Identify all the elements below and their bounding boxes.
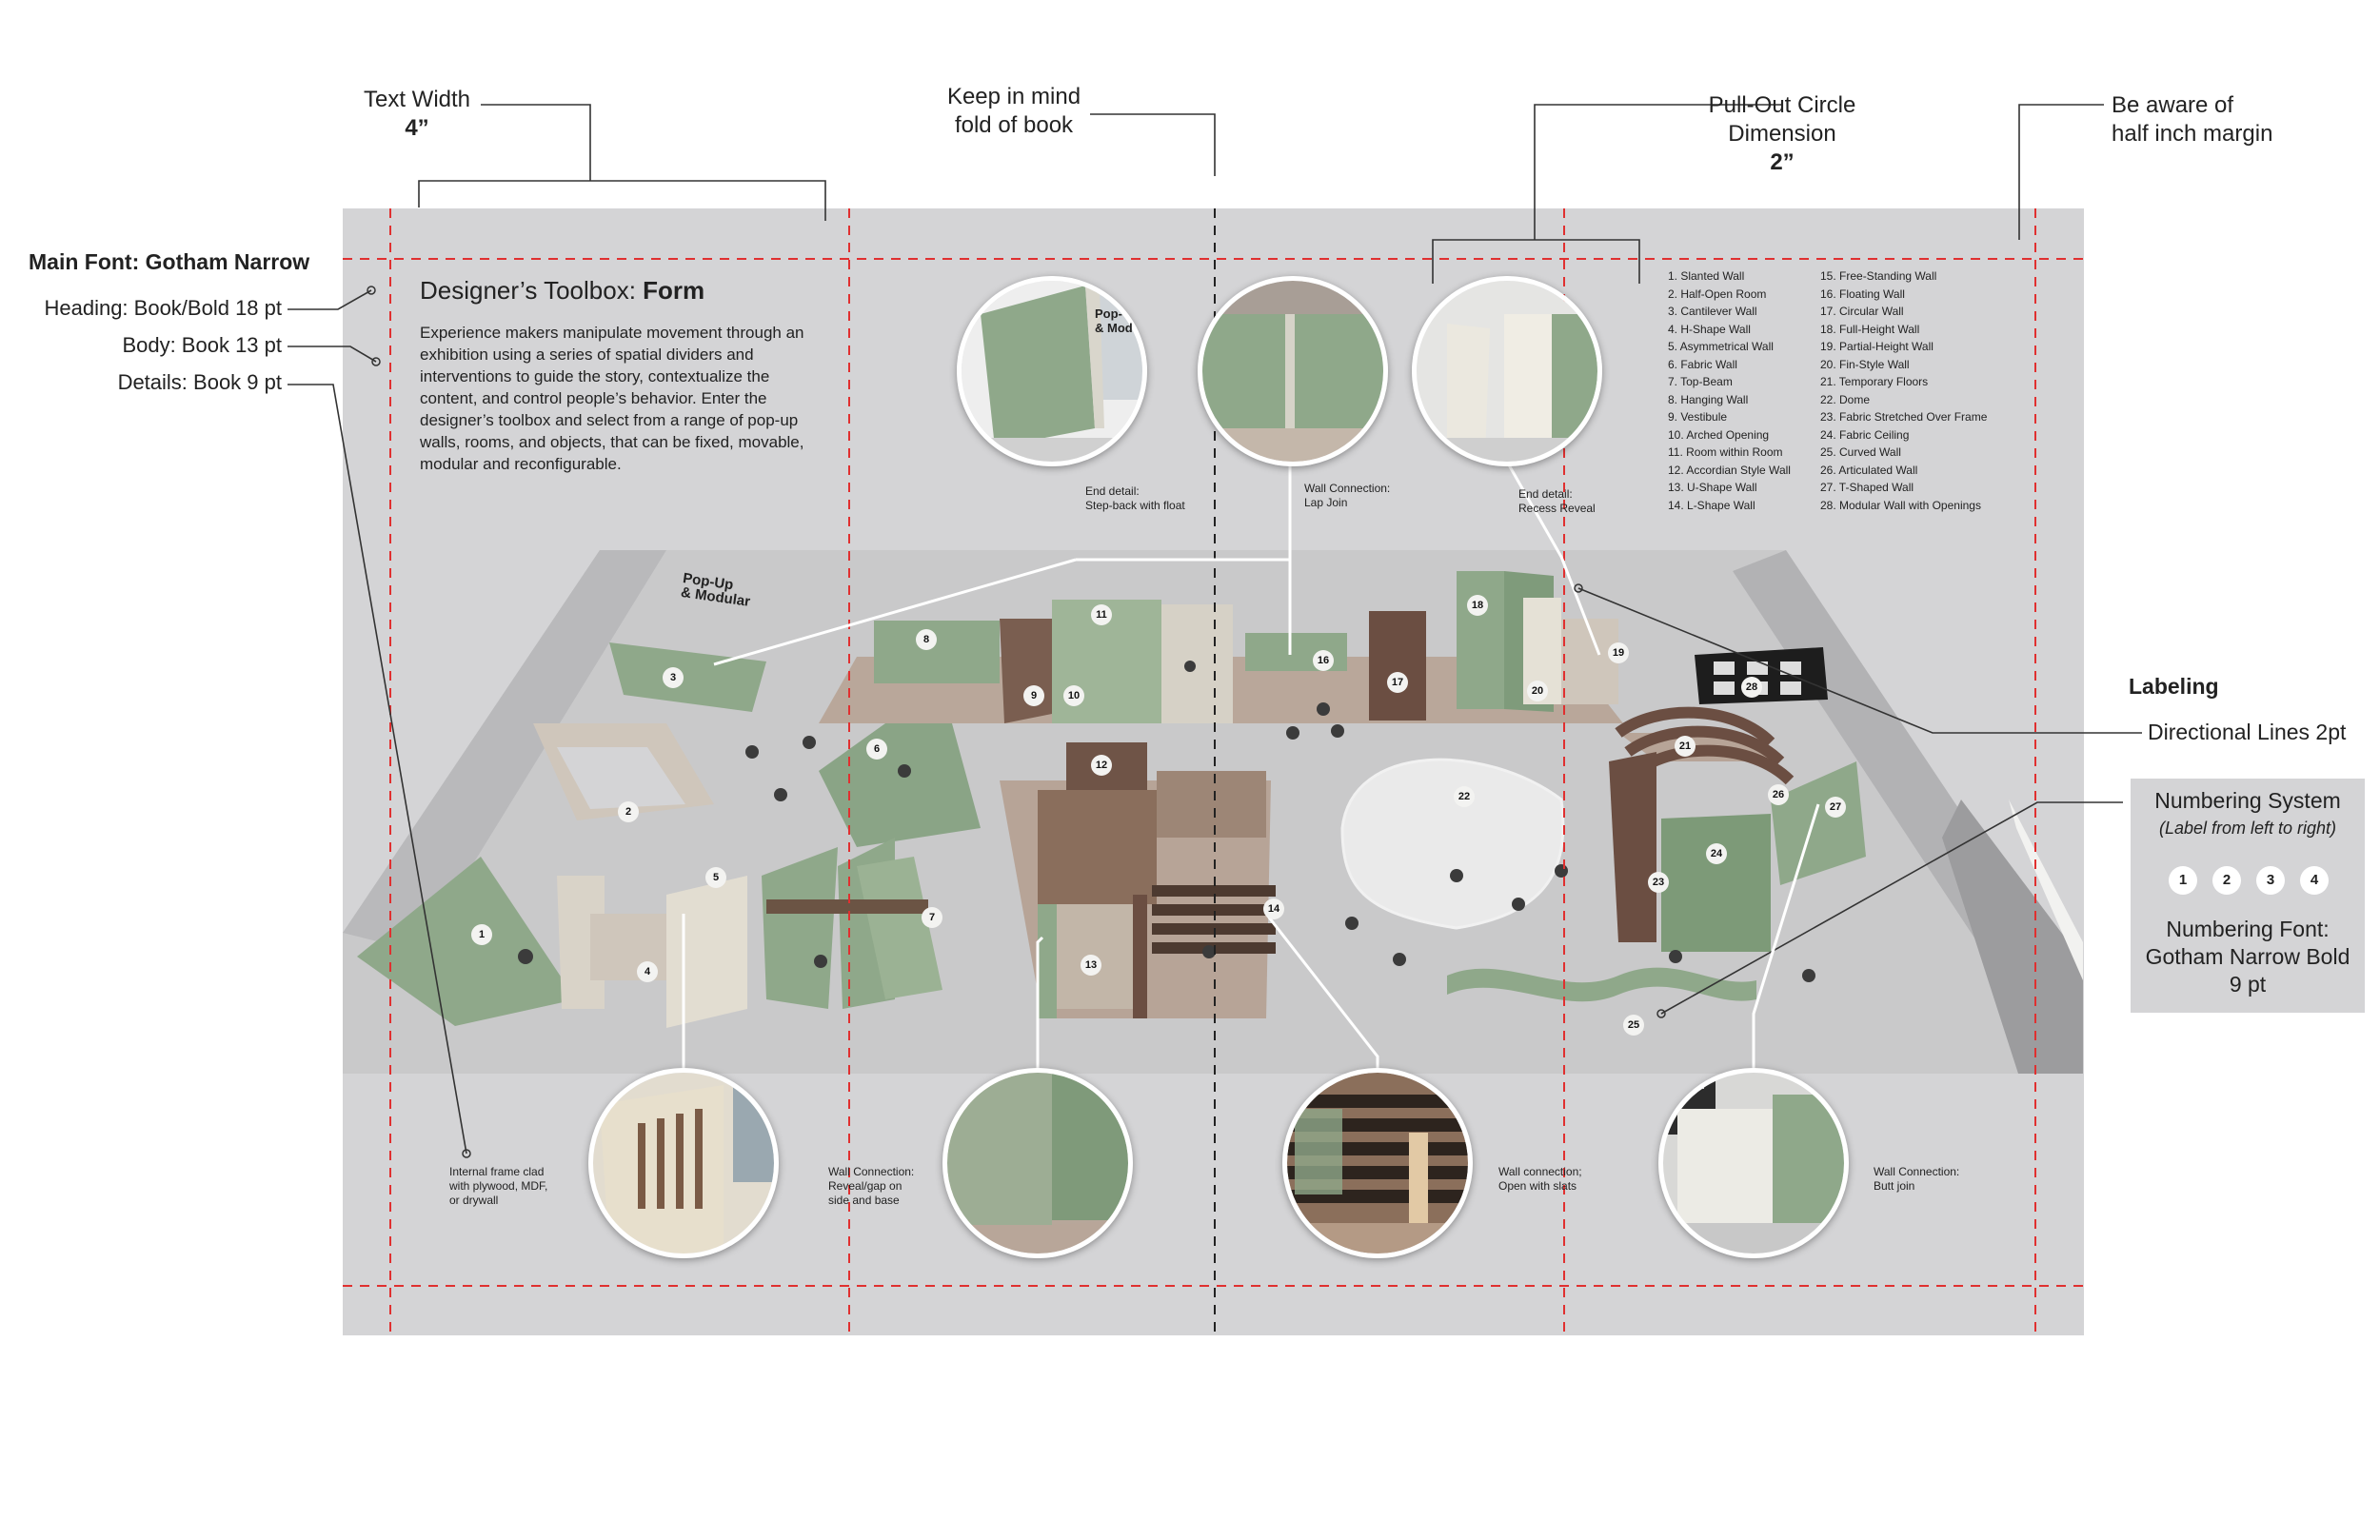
- detail-caption-recess-reveal: End detail:Recess Reveal: [1518, 487, 1596, 515]
- callout-dots: [367, 286, 1666, 1158]
- heading-spec: Heading: Book/Bold 18 pt: [44, 296, 282, 320]
- detail-caption-butt-join: Wall Connection:Butt join: [1874, 1165, 1960, 1193]
- detail-circle-butt-join: [1658, 1068, 1849, 1258]
- plan-number: 22: [1454, 786, 1475, 807]
- sample-number: 2: [2212, 866, 2241, 895]
- plan-number: 17: [1387, 672, 1408, 693]
- plan-number: 7: [922, 907, 942, 928]
- margin-annotation: Be aware of half inch margin: [2112, 92, 2273, 147]
- detail-caption-step-back: End detail:Step-back with float: [1085, 484, 1185, 512]
- plan-number: 16: [1313, 650, 1334, 671]
- sample-number: 4: [2300, 866, 2329, 895]
- plan-number: 2: [618, 801, 639, 822]
- plan-number: 11: [1091, 604, 1112, 625]
- annotation-lines: [288, 104, 2142, 1155]
- plan-number: 21: [1675, 736, 1696, 757]
- page-body: Experience makers manipulate movement th…: [420, 324, 804, 473]
- details-spec: Details: Book 9 pt: [117, 370, 282, 394]
- detail-circle-step-back: [957, 276, 1147, 466]
- pull-out-annotation: Pull-Out Circle Dimension 2”: [1708, 92, 1856, 175]
- numbering-system-subtitle: (Label from left to right): [2158, 819, 2337, 838]
- detail-caption-lap-join: Wall Connection:Lap Join: [1304, 482, 1391, 509]
- text-width-annotation: Text Width 4”: [363, 87, 471, 141]
- labeling-title: Labeling: [2129, 674, 2219, 699]
- plan-number: 24: [1706, 843, 1727, 864]
- detail-circle-recess-reveal: [1412, 276, 1602, 466]
- plan-number: 18: [1467, 595, 1488, 616]
- circle-inset-label: Pop-& Mod: [1095, 306, 1133, 335]
- sample-number: 1: [2169, 866, 2197, 895]
- sample-number: 3: [2256, 866, 2285, 895]
- plan-number: 4: [637, 961, 658, 982]
- body-spec: Body: Book 13 pt: [122, 333, 282, 357]
- page-heading: Designer’s Toolbox: Form: [420, 276, 705, 305]
- detail-circle-internal-frame: [588, 1068, 779, 1258]
- numbering-system-title: Numbering System: [2154, 788, 2341, 813]
- plan-number: 8: [916, 629, 937, 650]
- plan-number: 28: [1741, 677, 1762, 698]
- detail-caption-open-slats: Wall connection;Open with slats: [1498, 1165, 1582, 1193]
- people-figures: [518, 661, 1815, 982]
- numbering-font-spec: Numbering Font: Gotham Narrow Bold 9 pt: [2145, 917, 2350, 997]
- plan-number: 6: [866, 739, 887, 760]
- main-font-label: Main Font: Gotham Narrow: [29, 249, 310, 274]
- plan-number: 23: [1648, 872, 1669, 893]
- fold-annotation: Keep in mind fold of book: [946, 84, 1081, 138]
- plan-number: 20: [1527, 681, 1548, 701]
- plan-number: 5: [705, 867, 726, 888]
- detail-circle-reveal-gap: [942, 1068, 1133, 1258]
- plan-number: 26: [1768, 784, 1789, 805]
- plan-number: 13: [1081, 955, 1101, 976]
- plan-number: 14: [1263, 898, 1284, 919]
- detail-circle-lap-join: [1198, 276, 1388, 466]
- plan-number: 9: [1023, 685, 1044, 706]
- plan-number: 12: [1091, 755, 1112, 776]
- numbering-system-box: Numbering System (Label from left to rig…: [2131, 779, 2365, 1013]
- plan-number: 10: [1063, 685, 1084, 706]
- wall-models: [357, 571, 1866, 1028]
- detail-circle-open-slats: [1282, 1068, 1473, 1258]
- plan-number: 1: [471, 924, 492, 945]
- plan-number: 19: [1608, 642, 1629, 663]
- plan-number: 27: [1825, 797, 1846, 818]
- plan-number: 25: [1623, 1015, 1644, 1036]
- plan-number: 3: [663, 667, 684, 688]
- callout-connectors: [682, 461, 1820, 1073]
- directional-lines-label: Directional Lines 2pt: [2148, 720, 2347, 744]
